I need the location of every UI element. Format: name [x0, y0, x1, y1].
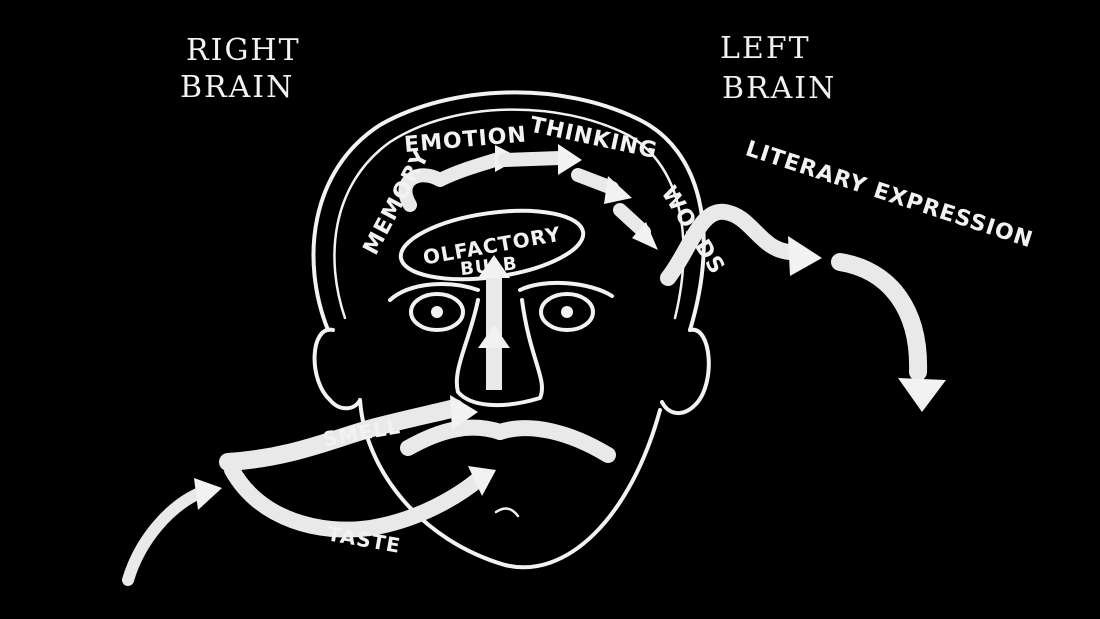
literary-expression-label: LITERARY EXPRESSION — [742, 137, 1036, 254]
taste-pathway — [224, 462, 496, 538]
smell-pathway — [219, 395, 478, 471]
right-brain-heading-line1: RIGHT — [186, 33, 301, 68]
literary-pathway — [660, 203, 946, 412]
left-brain-heading-line2: BRAIN — [722, 71, 836, 106]
head-drawing — [311, 90, 711, 570]
right-brain-heading-line2: BRAIN — [180, 70, 294, 105]
smell-label: SMELL — [321, 414, 402, 451]
left-brain-heading-line1: LEFT — [720, 31, 811, 66]
memory-label: MEMORY — [359, 146, 435, 259]
input-arrow — [122, 478, 222, 586]
brain-arc-arrows — [398, 144, 658, 250]
nose-pathway — [478, 255, 510, 390]
